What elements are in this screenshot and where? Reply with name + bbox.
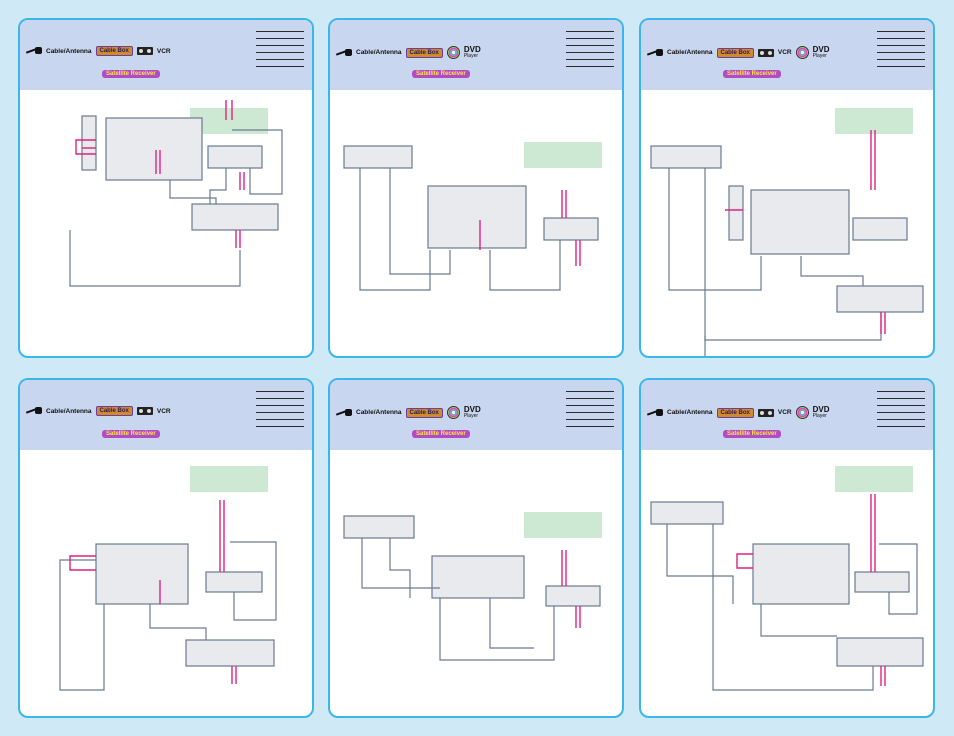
connection-diagram	[59, 500, 277, 691]
connection-diagram	[650, 130, 924, 356]
dvd-disc-icon	[446, 46, 460, 59]
cable-box-badge: Cable Box	[405, 407, 443, 418]
vcr-tape-icon	[757, 408, 774, 417]
connection-diagram	[343, 515, 601, 661]
dvd-disc-icon	[795, 406, 809, 419]
cable-box-badge: Cable Box	[95, 406, 133, 416]
vcr-tape-icon	[136, 47, 153, 55]
satellite-receiver-badge: Satellite Receiver	[723, 70, 781, 78]
cable-plug-icon	[26, 47, 42, 55]
cable-plug-icon	[336, 48, 352, 57]
player-label: Player	[812, 412, 827, 419]
note-lines	[256, 385, 304, 427]
cable-plug-icon	[26, 407, 42, 415]
dvd-label: DVD	[812, 44, 830, 54]
cable-antenna-label: Cable/Antenna	[667, 409, 713, 416]
note-lines	[256, 25, 304, 67]
cable-box-badge: Cable Box	[405, 47, 443, 58]
vcr-tape-icon	[136, 407, 153, 415]
note-lines	[566, 385, 614, 427]
note-box	[524, 512, 602, 538]
vcr-label: VCR	[777, 49, 792, 56]
note-box	[835, 466, 913, 492]
dvd-label: DVD	[463, 404, 481, 414]
note-lines	[877, 385, 925, 427]
note-lines	[877, 25, 925, 67]
satellite-receiver-badge: Satellite Receiver	[102, 70, 160, 78]
vcr-label: VCR	[156, 47, 171, 55]
cable-plug-icon	[336, 408, 352, 417]
vcr-tape-icon	[757, 48, 774, 57]
dvd-disc-icon	[446, 406, 460, 419]
diagram-panel-4: Cable/Antenna Cable Box VCR Satellite Re…	[18, 378, 314, 718]
cable-antenna-label: Cable/Antenna	[46, 47, 92, 55]
dvd-label: DVD	[812, 404, 830, 414]
player-label: Player	[463, 52, 479, 59]
cable-antenna-label: Cable/Antenna	[46, 407, 92, 415]
note-box	[524, 142, 602, 168]
note-lines	[566, 25, 614, 67]
connection-diagram	[343, 145, 599, 291]
player-label: Player	[463, 412, 479, 419]
cable-plug-icon	[647, 48, 663, 57]
panel-header: Cable/Antenna Cable Box VCR Satellite Re…	[20, 380, 312, 450]
cable-antenna-label: Cable/Antenna	[356, 49, 402, 56]
cable-box-badge: Cable Box	[716, 47, 754, 58]
vcr-label: VCR	[156, 407, 171, 415]
cable-box-badge: Cable Box	[716, 407, 754, 418]
satellite-receiver-badge: Satellite Receiver	[102, 430, 160, 438]
note-box	[190, 466, 268, 492]
player-label: Player	[812, 52, 827, 59]
cable-antenna-label: Cable/Antenna	[667, 49, 713, 56]
cable-box-badge: Cable Box	[95, 46, 133, 56]
satellite-receiver-badge: Satellite Receiver	[412, 430, 470, 438]
diagram-panel-1: Cable/Antenna Cable Box VCR Satellite Re…	[18, 18, 314, 358]
dvd-disc-icon	[795, 46, 809, 59]
connection-diagram	[69, 100, 283, 287]
cable-antenna-label: Cable/Antenna	[356, 409, 402, 416]
panel-header: Cable/Antenna Cable Box VCR Satellite Re…	[20, 20, 312, 90]
connection-diagram	[650, 494, 924, 691]
note-box	[835, 108, 913, 134]
cable-plug-icon	[647, 408, 663, 417]
satellite-receiver-badge: Satellite Receiver	[723, 430, 781, 438]
satellite-receiver-badge: Satellite Receiver	[412, 70, 470, 78]
vcr-label: VCR	[777, 409, 792, 416]
dvd-label: DVD	[463, 44, 481, 54]
